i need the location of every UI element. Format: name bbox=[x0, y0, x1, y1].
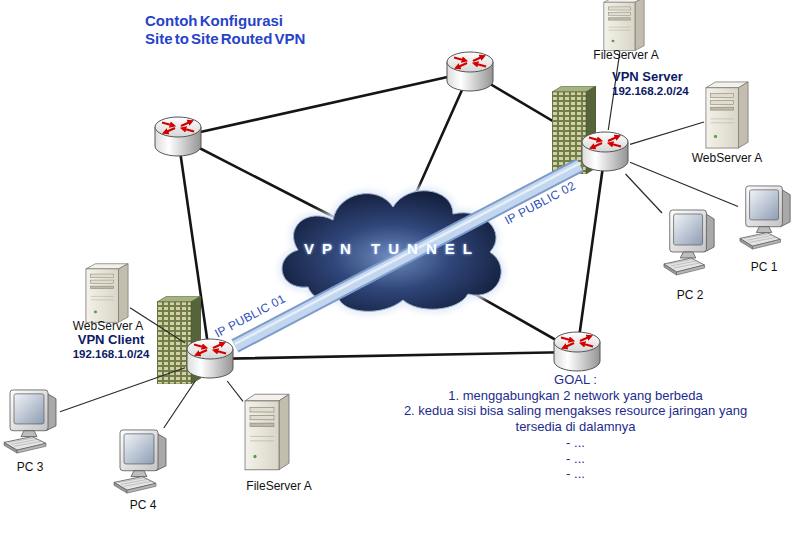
lan-line bbox=[630, 162, 738, 206]
lan-line bbox=[626, 174, 662, 213]
web-server: WebServer A bbox=[704, 80, 750, 150]
pc-icon bbox=[662, 208, 718, 278]
lan-line bbox=[227, 381, 243, 401]
router-symbol bbox=[447, 52, 493, 91]
vpn-tunnel-band bbox=[235, 163, 580, 346]
web-server-symbol bbox=[86, 264, 128, 323]
lan-link bbox=[630, 122, 704, 144]
device-label: PC 2 bbox=[677, 289, 704, 303]
goal-item: 2. kedua sisi bisa saling mengakses reso… bbox=[393, 403, 758, 434]
device-label: PC 4 bbox=[130, 499, 157, 513]
goal-heading: GOAL : bbox=[393, 372, 758, 388]
file-server-icon bbox=[602, 0, 646, 52]
vpn-client-router: VPN Client192.168.1.0/24 bbox=[185, 337, 235, 381]
file-server-symbol bbox=[245, 394, 289, 470]
lan-link bbox=[630, 162, 738, 206]
cloud-label: VPN TUNNEL bbox=[304, 240, 480, 257]
vpn-server-router-symbol bbox=[582, 132, 628, 171]
lan-link bbox=[60, 368, 185, 412]
pc: PC 2 bbox=[662, 208, 718, 278]
file-server: FileServer A bbox=[602, 0, 646, 52]
file-server-icon bbox=[243, 392, 291, 472]
tunnel-fill bbox=[235, 165, 580, 346]
subnet-label: 192.168.1.0/24 bbox=[73, 348, 150, 361]
lan-link bbox=[626, 174, 662, 213]
pc-symbol bbox=[740, 186, 790, 249]
device-label: WebServer A bbox=[692, 152, 762, 166]
pc: PC 4 bbox=[112, 428, 170, 496]
router-symbol bbox=[554, 332, 600, 371]
pc: PC 3 bbox=[2, 388, 60, 456]
device-label: PC 1 bbox=[751, 261, 778, 275]
pc-icon bbox=[738, 184, 794, 252]
router-symbol bbox=[155, 117, 201, 156]
web-server: WebServer A bbox=[84, 262, 130, 324]
pc-icon bbox=[2, 388, 60, 456]
vpn-server-router-icon bbox=[580, 130, 630, 174]
network-link bbox=[210, 352, 577, 359]
goal-item: 1. menggabungkan 2 network yang berbeda bbox=[393, 388, 758, 404]
pc-symbol bbox=[114, 430, 166, 493]
pc-symbol bbox=[664, 210, 714, 275]
tunnel-highlight bbox=[235, 163, 580, 344]
lan-link bbox=[164, 381, 195, 428]
vpn-tunnel-cloud: VPN TUNNEL bbox=[268, 172, 516, 322]
goal-item: - ... bbox=[393, 435, 758, 451]
subnet-label: 192.168.2.0/24 bbox=[612, 85, 689, 98]
goal-notes: GOAL :1. menggabungkan 2 network yang be… bbox=[393, 372, 758, 482]
pc-symbol bbox=[4, 390, 56, 453]
lan-link bbox=[227, 381, 243, 401]
device-label: PC 3 bbox=[17, 461, 44, 475]
router-heading: VPN Client bbox=[78, 333, 144, 348]
device-label: WebServer A bbox=[73, 320, 143, 334]
pc-icon bbox=[112, 428, 170, 496]
cloud-shape bbox=[282, 191, 501, 312]
router-heading: VPN Server bbox=[612, 70, 683, 85]
vpn-client-router-icon bbox=[185, 337, 235, 381]
network-links bbox=[178, 72, 605, 359]
lan-line bbox=[60, 368, 185, 412]
device-label: FileServer A bbox=[246, 480, 311, 494]
device-label: FileServer A bbox=[593, 49, 658, 63]
vpn-server-router: VPN Server192.168.2.0/24 bbox=[580, 130, 630, 174]
web-server-icon bbox=[84, 262, 130, 324]
tunnel-edge bbox=[235, 165, 580, 346]
goal-item: - ... bbox=[393, 451, 758, 467]
goal-item: - ... bbox=[393, 466, 758, 482]
lan-line bbox=[630, 122, 704, 144]
lan-line bbox=[164, 381, 195, 428]
network-link bbox=[178, 72, 470, 137]
cloud-glow bbox=[282, 191, 501, 312]
file-server-symbol bbox=[604, 0, 644, 50]
pc: PC 1 bbox=[738, 184, 794, 252]
vpn-client-router-symbol bbox=[187, 339, 233, 378]
file-server: FileServer A bbox=[243, 392, 291, 472]
web-server-symbol bbox=[706, 82, 748, 148]
web-server-icon bbox=[704, 80, 750, 150]
diagram-title: Contoh Konfigurasi Site to Site Routed V… bbox=[145, 12, 307, 48]
network-link bbox=[577, 152, 605, 352]
